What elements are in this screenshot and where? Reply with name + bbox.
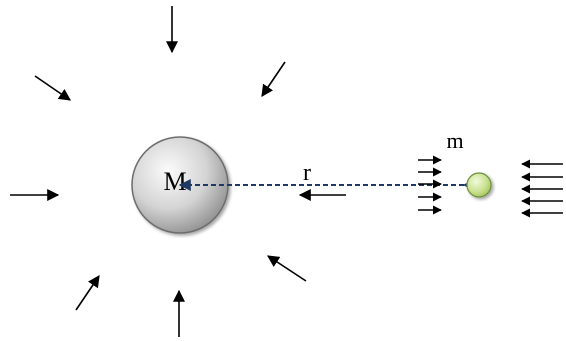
central-field-arrows bbox=[10, 6, 346, 337]
test-mass: m bbox=[446, 128, 492, 198]
field-arrow-top-left bbox=[34, 75, 71, 101]
field-arrow-bottom-left bbox=[75, 275, 100, 311]
field-arrow-top-right bbox=[261, 61, 286, 97]
test-mass-sphere bbox=[466, 172, 492, 198]
distance-label: r bbox=[303, 160, 311, 186]
local-field-arrows-left bbox=[418, 155, 442, 215]
field-arrow-bottom-right bbox=[266, 255, 307, 282]
local-field-arrows-right bbox=[521, 159, 563, 218]
central-mass-label: M bbox=[163, 167, 186, 196]
test-mass-label: m bbox=[446, 128, 463, 153]
